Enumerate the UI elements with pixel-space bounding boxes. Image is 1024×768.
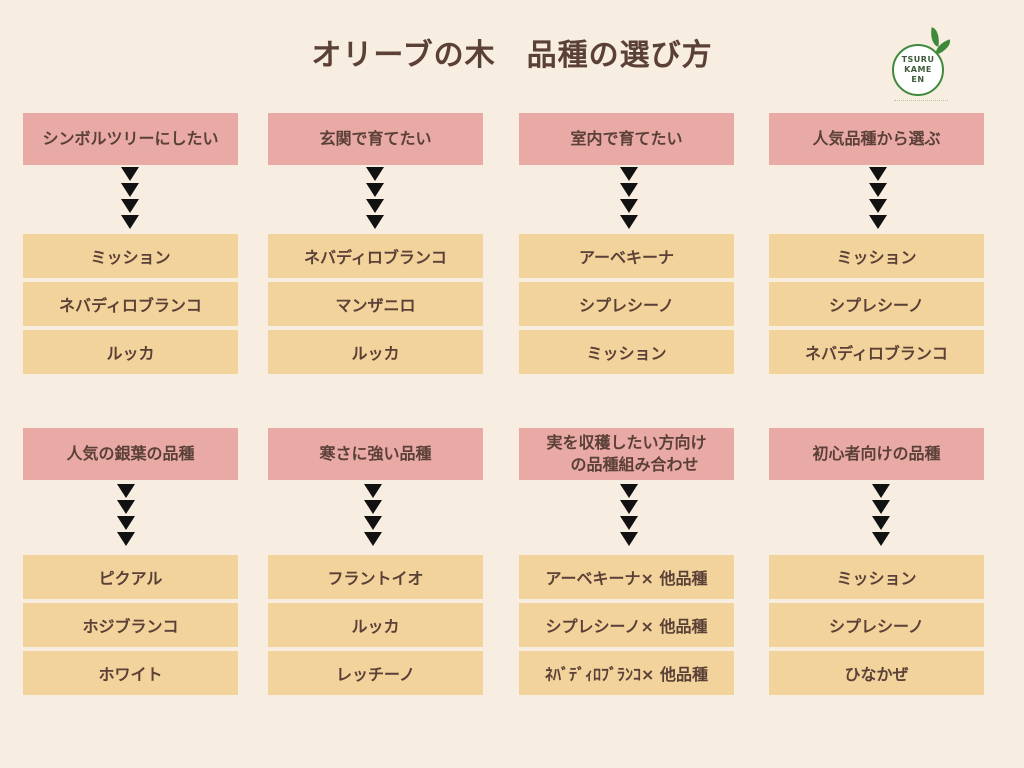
- variety-item: シプレシーノ: [769, 282, 984, 326]
- category-column-popular: 人気品種から選ぶ ミッション シプレシーノ ネバディロブランコ: [769, 113, 984, 375]
- category-header: シンボルツリーにしたい: [23, 113, 238, 165]
- logo-badge: TSURU KAME EN: [892, 44, 944, 96]
- category-column-harvest: 実を収穫したい方向け の品種組み合わせ アーベキーナ× 他品種 シプレシーノ× …: [519, 428, 734, 696]
- variety-item: シプレシーノ× 他品種: [519, 603, 734, 647]
- variety-item: レッチーノ: [268, 651, 483, 695]
- arrow-down-icon: [366, 167, 386, 231]
- category-column-indoor: 室内で育てたい アーベキーナ シプレシーノ ミッション: [519, 113, 734, 375]
- category-header: 玄関で育てたい: [268, 113, 483, 165]
- variety-item: シプレシーノ: [769, 603, 984, 647]
- arrow-down-icon: [872, 484, 892, 548]
- variety-item: ホジブランコ: [23, 603, 238, 647]
- category-column-symbol-tree: シンボルツリーにしたい ミッション ネバディロブランコ ルッカ: [23, 113, 238, 375]
- page-title: オリーブの木 品種の選び方: [311, 38, 713, 73]
- logo-text-line: TSURU: [901, 55, 935, 64]
- category-header: 人気品種から選ぶ: [769, 113, 984, 165]
- category-column-entrance: 玄関で育てたい ネバディロブランコ マンザニロ ルッカ: [268, 113, 483, 375]
- variety-item: マンザニロ: [268, 282, 483, 326]
- variety-item: ミッション: [519, 330, 734, 374]
- variety-item: ミッション: [769, 555, 984, 599]
- arrow-down-icon: [869, 167, 889, 231]
- variety-item: ルッカ: [23, 330, 238, 374]
- arrow-down-icon: [364, 484, 384, 548]
- category-header: 室内で育てたい: [519, 113, 734, 165]
- variety-item: シプレシーノ: [519, 282, 734, 326]
- variety-item: アーベキーナ× 他品種: [519, 555, 734, 599]
- category-column-silver-leaf: 人気の銀葉の品種 ピクアル ホジブランコ ホワイト: [23, 428, 238, 696]
- variety-item: ネバディロブランコ: [769, 330, 984, 374]
- variety-item: ピクアル: [23, 555, 238, 599]
- category-header: 実を収穫したい方向け の品種組み合わせ: [519, 428, 734, 480]
- arrow-down-icon: [117, 484, 137, 548]
- variety-item: ホワイト: [23, 651, 238, 695]
- variety-item: ルッカ: [268, 330, 483, 374]
- logo-text-line: EN: [911, 75, 925, 84]
- category-header: 寒さに強い品種: [268, 428, 483, 480]
- variety-item: ネバディロブランコ: [268, 234, 483, 278]
- variety-item: ミッション: [23, 234, 238, 278]
- variety-item: ﾈﾊﾞﾃﾞｨﾛﾌﾞﾗﾝｺ× 他品種: [519, 651, 734, 695]
- category-header: 初心者向けの品種: [769, 428, 984, 480]
- category-header: 人気の銀葉の品種: [23, 428, 238, 480]
- arrow-down-icon: [620, 484, 640, 548]
- variety-item: ミッション: [769, 234, 984, 278]
- logo-underline: [894, 100, 948, 102]
- variety-item: ルッカ: [268, 603, 483, 647]
- variety-item: フラントイオ: [268, 555, 483, 599]
- arrow-down-icon: [620, 167, 640, 231]
- logo-text-line: KAME: [904, 65, 932, 74]
- category-column-cold-hardy: 寒さに強い品種 フラントイオ ルッカ レッチーノ: [268, 428, 483, 696]
- category-column-beginner: 初心者向けの品種 ミッション シプレシーノ ひなかぜ: [769, 428, 984, 696]
- arrow-down-icon: [121, 167, 141, 231]
- tsurukameen-logo: TSURU KAME EN: [890, 24, 954, 104]
- variety-item: ひなかぜ: [769, 651, 984, 695]
- variety-item: ネバディロブランコ: [23, 282, 238, 326]
- variety-item: アーベキーナ: [519, 234, 734, 278]
